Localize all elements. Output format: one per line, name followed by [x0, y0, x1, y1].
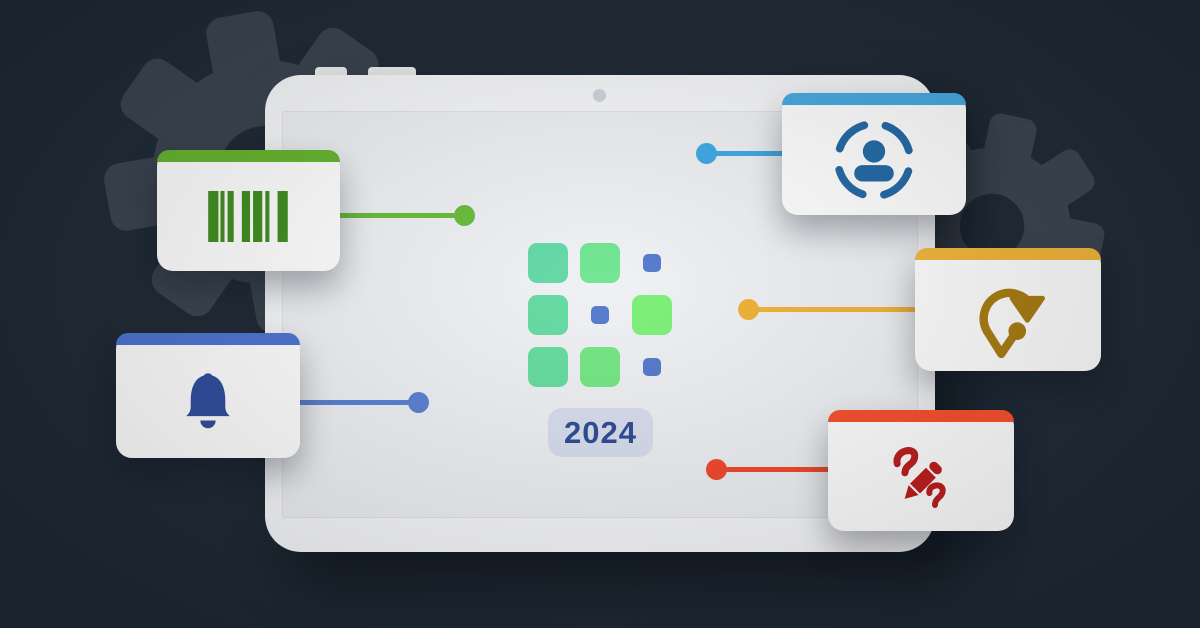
rotate-arrow-icon [966, 274, 1050, 358]
camera-icon [593, 89, 606, 102]
grid-cell [528, 347, 568, 387]
grid-cell [528, 243, 568, 283]
card-header-bar [116, 333, 300, 345]
card-header-bar [915, 248, 1101, 260]
year-badge: 2024 [548, 408, 653, 457]
barcode-card [157, 150, 340, 271]
rotate-sync-card [915, 248, 1101, 371]
card-header-bar [782, 93, 966, 105]
grid-cell [643, 358, 661, 376]
bell-icon [176, 368, 240, 436]
connector-dot [454, 205, 475, 226]
pencil-question-icon [886, 442, 956, 512]
grid-cell [580, 243, 620, 283]
app-grid [528, 243, 672, 387]
year-label: 2024 [564, 414, 637, 450]
connector-dot [696, 143, 717, 164]
card-header-bar [828, 410, 1014, 422]
connector-line [292, 400, 420, 405]
connector-dot [706, 459, 727, 480]
grid-cell [591, 306, 609, 324]
connector-line [332, 213, 466, 218]
notification-card [116, 333, 300, 458]
edit-card [828, 410, 1014, 531]
connector-line [704, 151, 790, 156]
grid-cell [643, 254, 661, 272]
grid-cell [528, 295, 568, 335]
grid-cell [632, 295, 672, 335]
grid-cell [580, 347, 620, 387]
barcode-icon [207, 191, 290, 242]
connector-dot [408, 392, 429, 413]
user-scan-card [782, 93, 966, 215]
connector-dot [738, 299, 759, 320]
connector-line [746, 307, 918, 312]
card-header-bar [157, 150, 340, 162]
connector-line [714, 467, 834, 472]
user-focus-icon [829, 117, 919, 203]
